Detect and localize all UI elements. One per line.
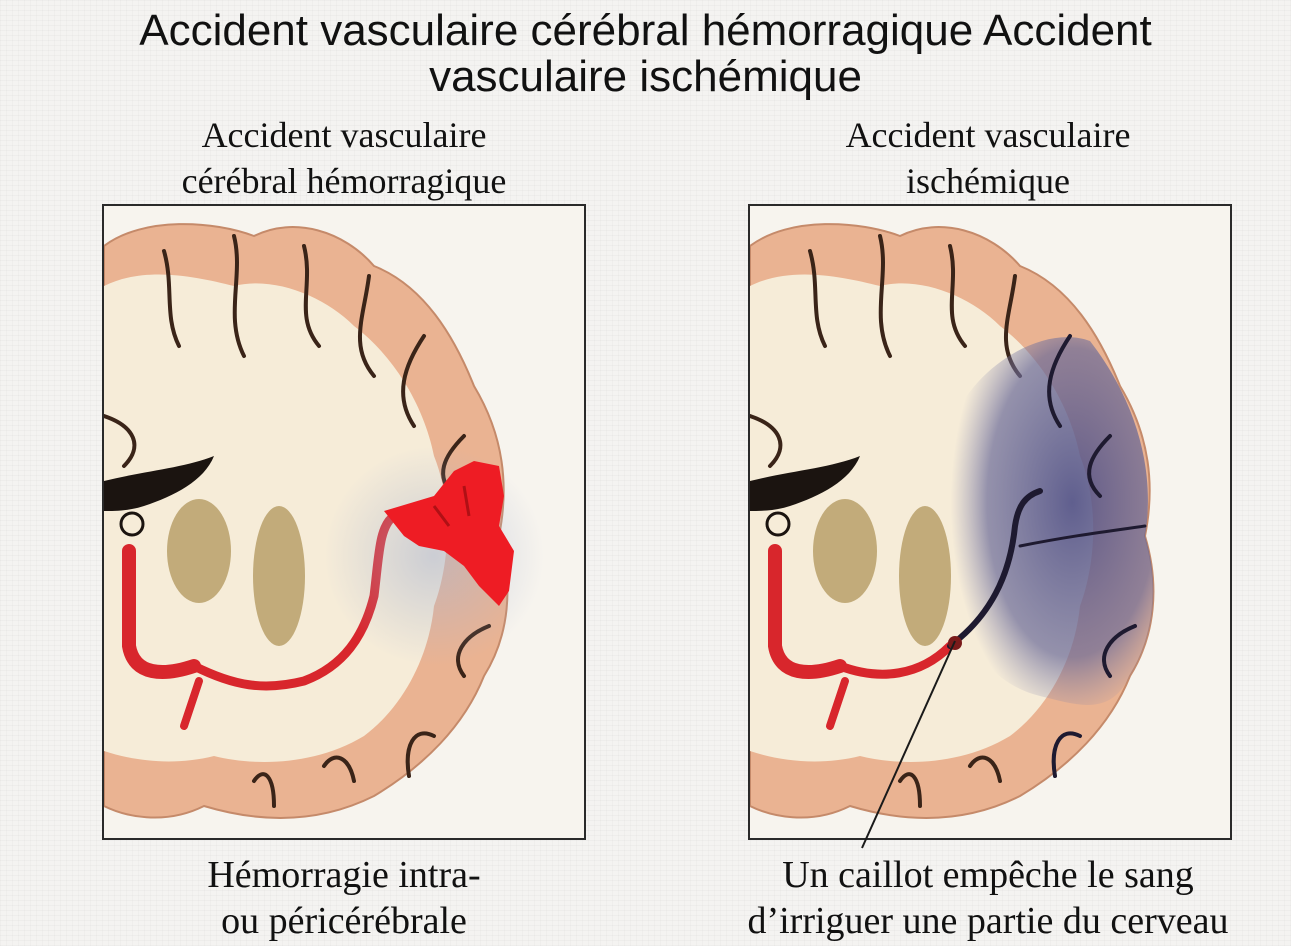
ischemic-heading-line-1: Accident vasculaire: [746, 112, 1230, 158]
hemorrhagic-heading-line-1: Accident vasculaire: [102, 112, 586, 158]
caudate: [813, 499, 877, 603]
ventricle-foramen: [767, 513, 789, 535]
ischemic-caption-line-2: d’irriguer une partie du cerveau: [690, 898, 1286, 944]
ventricle-foramen: [121, 513, 143, 535]
clot: [948, 636, 962, 650]
page-title: Accident vasculaire cérébral hémorragiqu…: [0, 8, 1291, 100]
hemorrhagic-caption-line-2: ou péricérébrale: [102, 898, 586, 944]
hemorrhagic-caption: Hémorragie intra- ou péricérébrale: [102, 852, 586, 944]
hemorrhagic-caption-line-1: Hémorragie intra-: [102, 852, 586, 898]
ischemic-heading-line-2: ischémique: [746, 158, 1230, 204]
ischemic-heading: Accident vasculaire ischémique: [746, 112, 1230, 204]
ischemic-caption: Un caillot empêche le sang d’irriguer un…: [690, 852, 1286, 944]
hemorrhagic-heading: Accident vasculaire cérébral hémorragiqu…: [102, 112, 586, 204]
title-line-1: Accident vasculaire cérébral hémorragiqu…: [0, 8, 1291, 54]
putamen: [899, 506, 951, 646]
ischemic-brain-illustration: [748, 204, 1232, 840]
title-line-2: vasculaire ischémique: [0, 54, 1291, 100]
putamen: [253, 506, 305, 646]
ischemic-caption-line-1: Un caillot empêche le sang: [690, 852, 1286, 898]
hemorrhagic-brain-illustration: [102, 204, 586, 840]
caudate: [167, 499, 231, 603]
hemorrhagic-heading-line-2: cérébral hémorragique: [102, 158, 586, 204]
